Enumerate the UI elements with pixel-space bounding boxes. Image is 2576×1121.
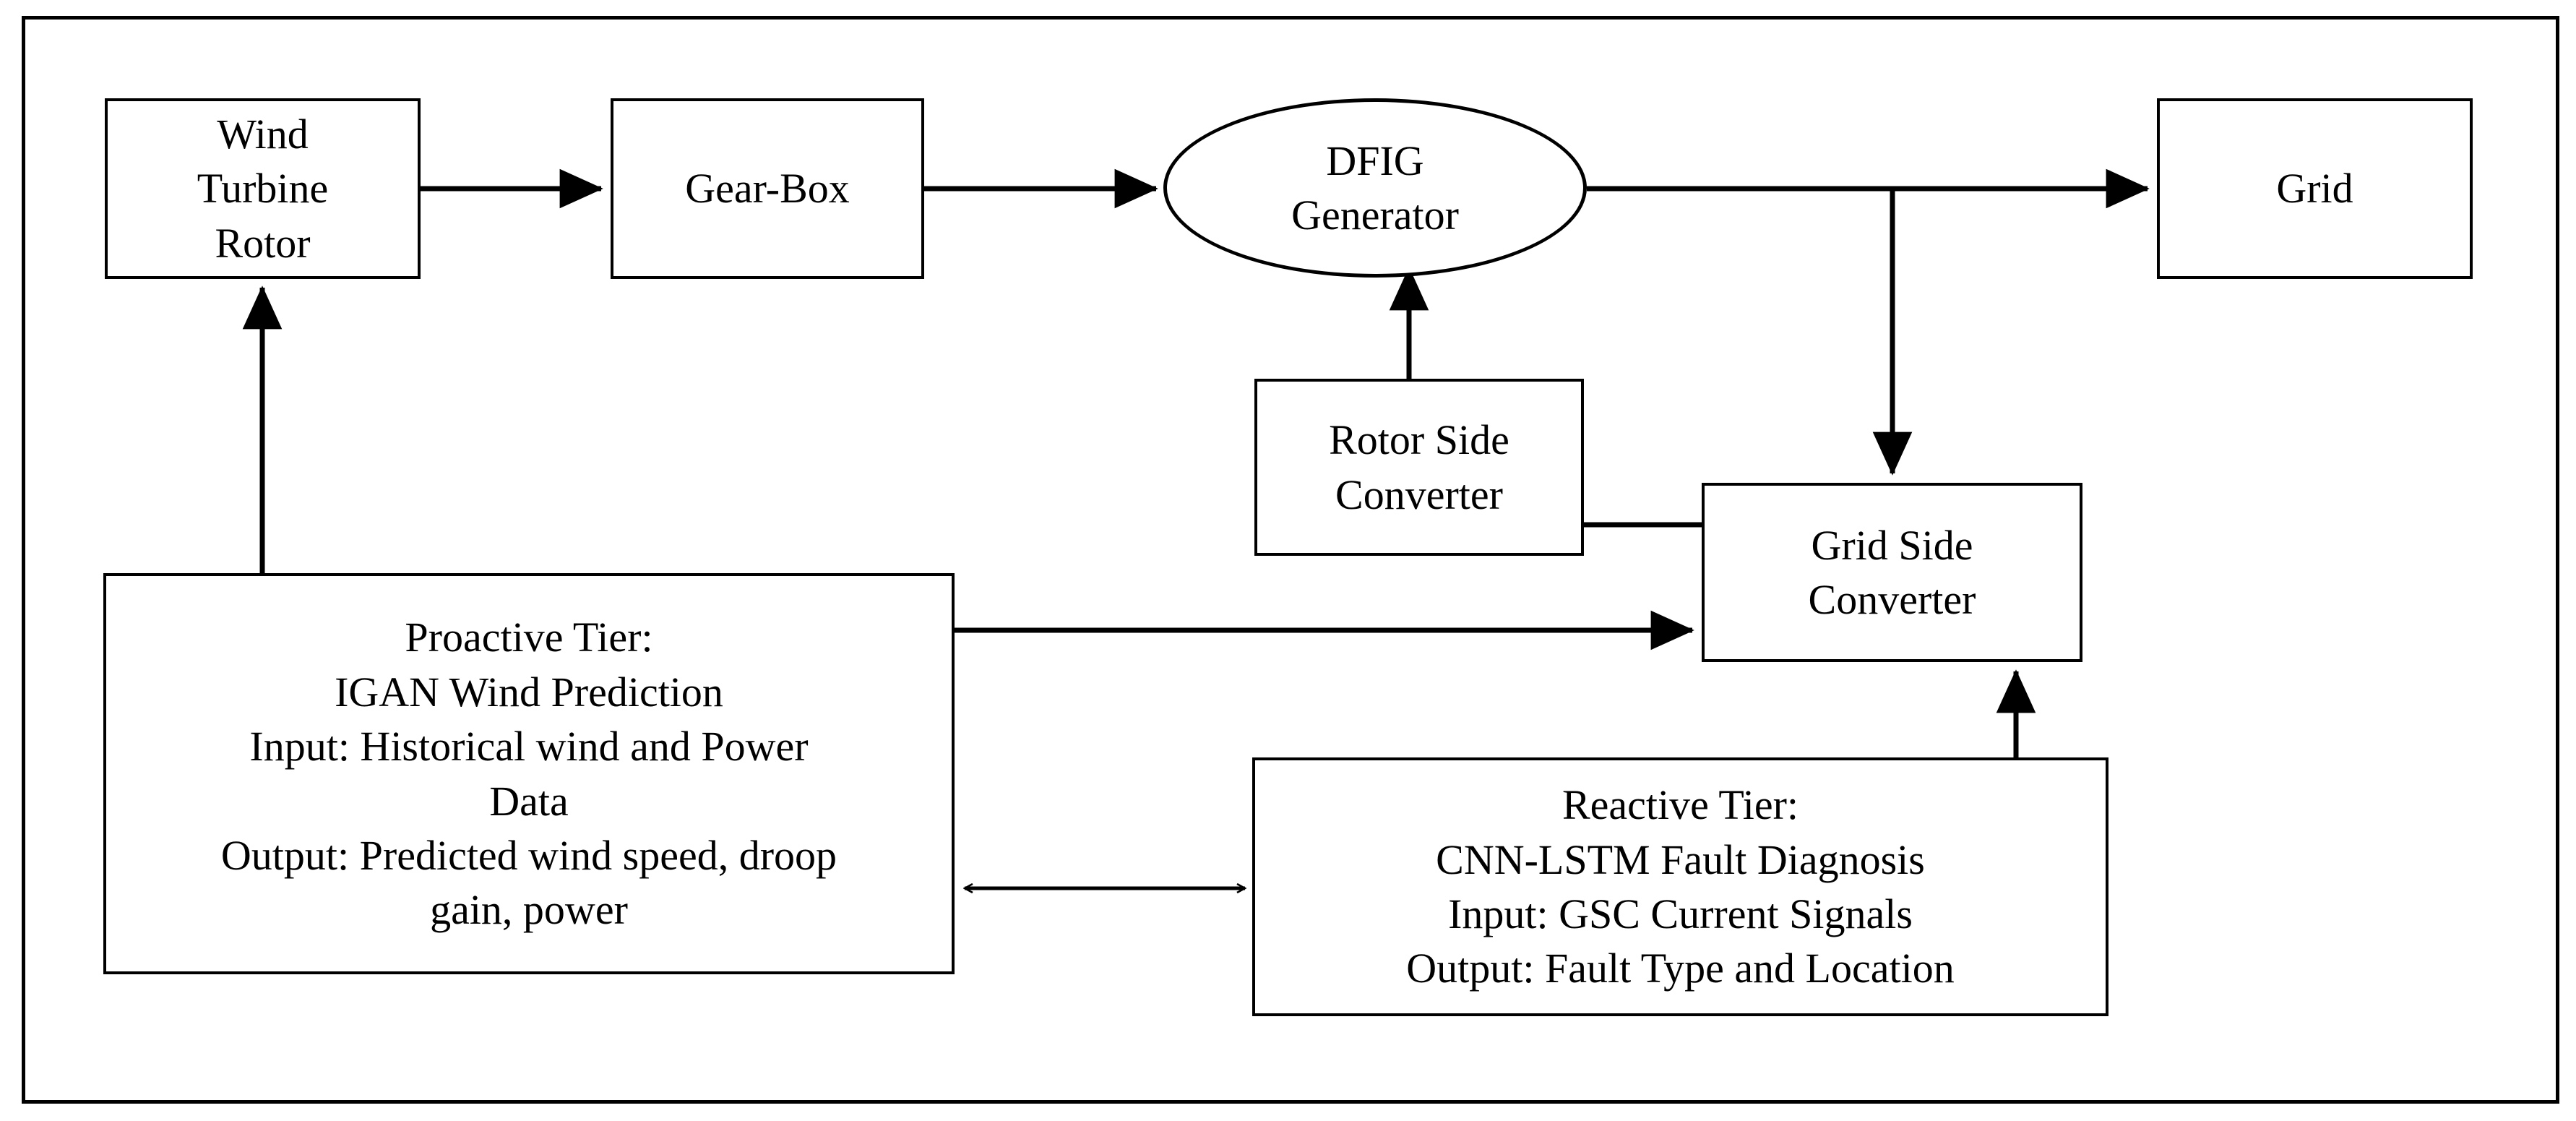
node-rotor-side-converter[interactable]: Rotor Side Converter [1254, 379, 1584, 556]
node-proactive-tier[interactable]: Proactive Tier: IGAN Wind Prediction Inp… [103, 573, 955, 974]
node-grid-label: Grid [2276, 165, 2353, 212]
node-wind-turbine-rotor-label: Wind Turbine Rotor [197, 110, 329, 267]
node-dfig-generator-label: DFIG Generator [1291, 137, 1459, 239]
node-reactive-tier-label: Reactive Tier: CNN-LSTM Fault Diagnosis … [1406, 781, 1955, 992]
node-rotor-side-converter-label: Rotor Side Converter [1329, 416, 1509, 518]
node-grid[interactable]: Grid [2157, 98, 2473, 279]
node-grid-side-converter[interactable]: Grid Side Converter [1702, 483, 2082, 662]
node-gear-box-label: Gear-Box [685, 165, 850, 212]
node-dfig-generator[interactable]: DFIG Generator [1163, 98, 1587, 278]
diagram-outer-frame [22, 16, 2559, 1104]
node-grid-side-converter-label: Grid Side Converter [1808, 521, 1976, 623]
node-wind-turbine-rotor[interactable]: Wind Turbine Rotor [105, 98, 421, 279]
node-proactive-tier-label: Proactive Tier: IGAN Wind Prediction Inp… [220, 614, 837, 934]
node-reactive-tier[interactable]: Reactive Tier: CNN-LSTM Fault Diagnosis … [1252, 757, 2108, 1016]
node-gear-box[interactable]: Gear-Box [611, 98, 924, 279]
